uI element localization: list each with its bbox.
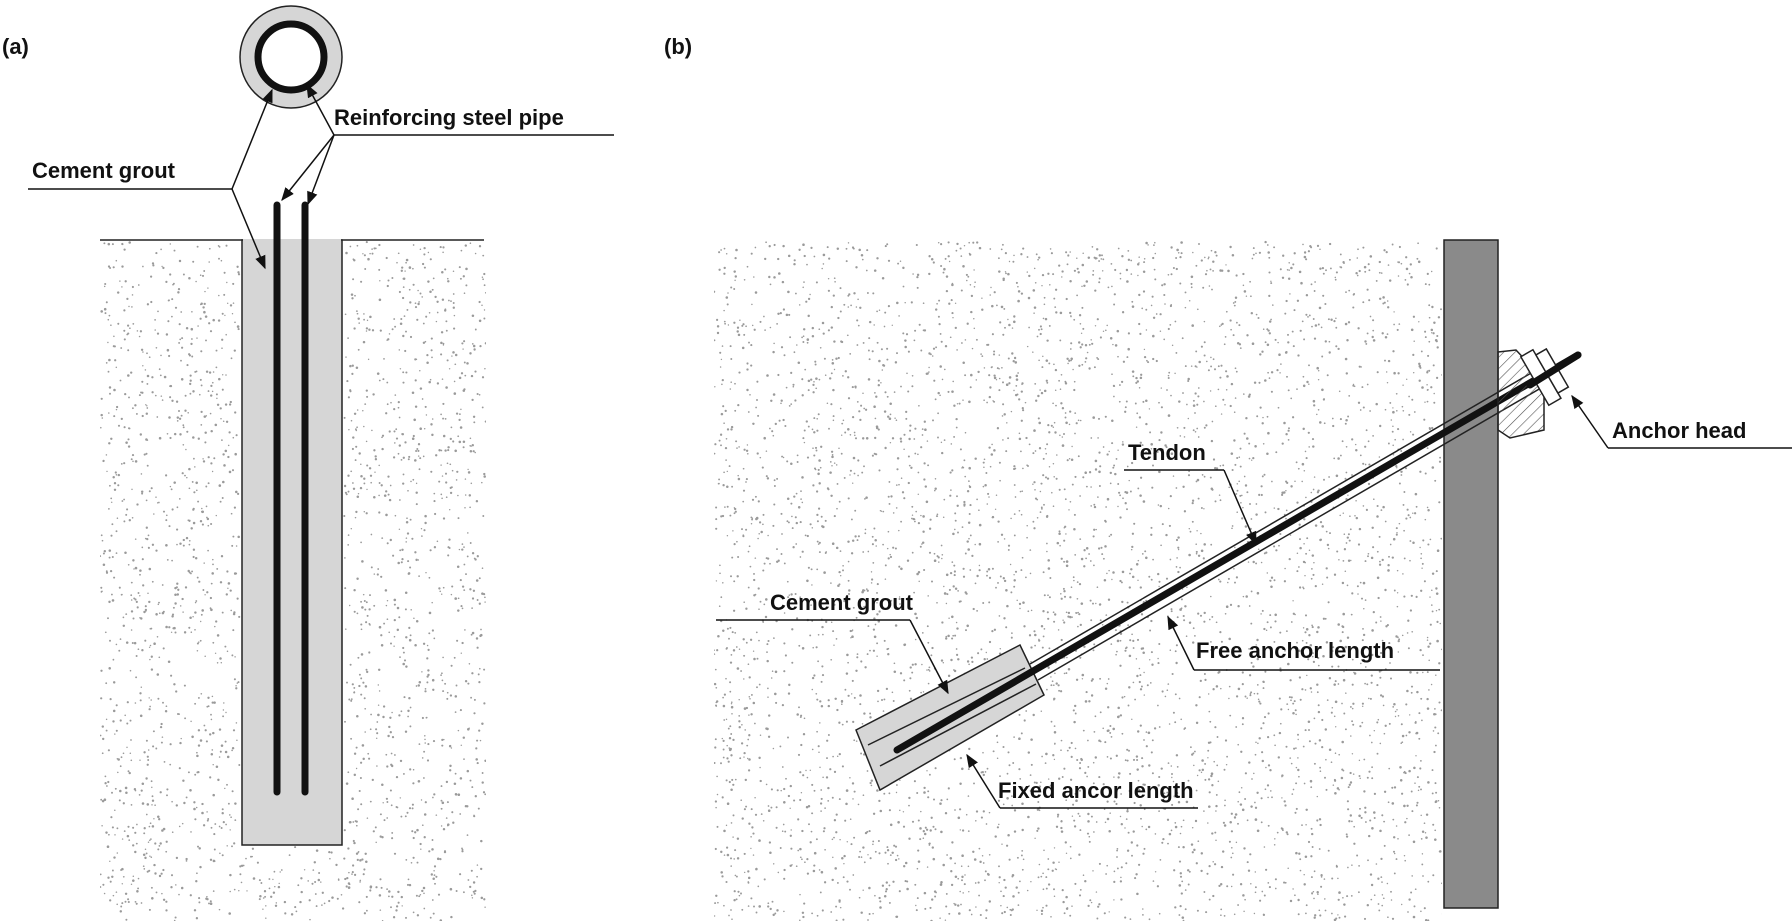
reinforcing-pipe-label: Reinforcing steel pipe [334,105,564,130]
cement-grout-leader-b [909,619,949,695]
panel-a-tag: (a) [2,34,29,59]
fixed-anchor-label: Fixed ancor length [998,778,1194,803]
cement-grout-label-b: Cement grout [770,590,914,615]
panel-b-tag: (b) [664,34,692,59]
tendon [893,351,1582,754]
soil-texture-a [100,241,486,921]
anchor-head-leader [1571,394,1609,449]
grout-column [241,239,343,846]
panel-a: (a) Cement grout Reinforcing steel pipe [2,5,614,921]
cross-section-pipe [254,20,328,94]
anchor-head-label: Anchor head [1612,418,1746,443]
free-anchor-leader [1167,615,1195,671]
panel-b: (b) Tendon Anchor head Cement grout Free… [664,34,1792,921]
free-anchor-label: Free anchor length [1196,638,1394,663]
cement-grout-label-a: Cement grout [32,158,176,183]
fixed-anchor-leader [966,753,1001,809]
tendon-label: Tendon [1128,440,1206,465]
retaining-wall [1443,239,1499,909]
soil-texture-b [714,240,1442,921]
tendon-leader [1223,469,1257,546]
